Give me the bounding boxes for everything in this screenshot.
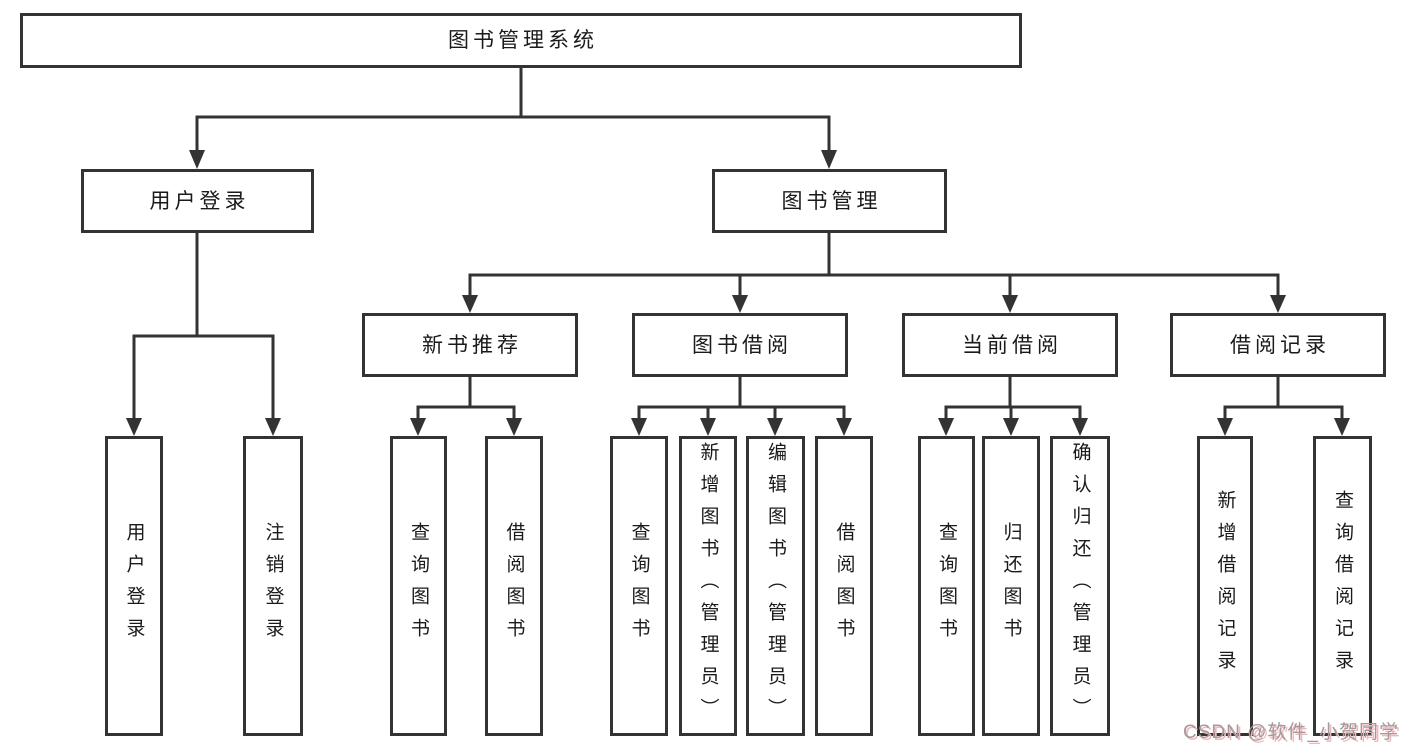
- node-label: 注销登录: [262, 522, 284, 650]
- node-label: 借阅图书: [503, 522, 525, 650]
- node-root-system: 图书管理系统: [20, 13, 1022, 68]
- csdn-watermark: CSDN @软件_小贺同学: [1183, 722, 1399, 743]
- node-label: 新增借阅记录: [1214, 490, 1236, 682]
- node-label: 查询图书: [936, 522, 957, 650]
- leaf-logout: 注销登录: [243, 436, 303, 736]
- leaf-user-login: 用户登录: [105, 436, 163, 736]
- node-book-management: 图书管理: [712, 169, 947, 233]
- node-borrowing-records: 借阅记录: [1170, 313, 1386, 377]
- node-label: 图书管理: [781, 189, 882, 213]
- leaf-borrowing-edit-books-admin: 编辑图书（管理员）: [746, 436, 805, 736]
- node-new-book-recommend: 新书推荐: [362, 313, 578, 377]
- leaf-current-return-books: 归还图书: [982, 436, 1040, 736]
- arrowheads: [126, 150, 1350, 436]
- node-label: 查询借阅记录: [1332, 490, 1353, 682]
- leaf-records-query-record: 查询借阅记录: [1313, 436, 1372, 736]
- leaf-current-query-books: 查询图书: [918, 436, 975, 736]
- node-label: 用户登录: [123, 522, 145, 650]
- node-label: 借阅图书: [833, 522, 855, 650]
- node-label: 新增图书（管理员）: [697, 442, 719, 730]
- node-book-borrowing: 图书借阅: [632, 313, 848, 377]
- node-label: 查询图书: [628, 522, 650, 650]
- leaf-borrowing-query-books: 查询图书: [610, 436, 668, 736]
- node-user-login: 用户登录: [81, 169, 314, 233]
- node-label: 当前借阅: [962, 333, 1062, 357]
- node-label: 用户登录: [149, 189, 250, 213]
- leaf-borrowing-add-books-admin: 新增图书（管理员）: [679, 436, 737, 736]
- node-label: 确认归还（管理员）: [1069, 442, 1091, 730]
- leaf-current-confirm-return-admin: 确认归还（管理员）: [1050, 436, 1110, 736]
- leaf-recommend-borrow-books: 借阅图书: [485, 436, 543, 736]
- node-label: 借阅记录: [1230, 333, 1330, 357]
- node-label: 图书管理系统: [448, 29, 598, 52]
- node-label: 图书借阅: [692, 333, 792, 357]
- leaf-borrowing-borrow-books: 借阅图书: [815, 436, 873, 736]
- node-label: 编辑图书（管理员）: [765, 442, 786, 730]
- node-label: 归还图书: [1000, 522, 1022, 650]
- node-current-borrowing: 当前借阅: [902, 313, 1118, 377]
- leaf-records-add-record: 新增借阅记录: [1197, 436, 1253, 736]
- node-label: 查询图书: [408, 522, 429, 650]
- node-label: 新书推荐: [422, 333, 522, 357]
- leaf-recommend-query-books: 查询图书: [390, 436, 447, 736]
